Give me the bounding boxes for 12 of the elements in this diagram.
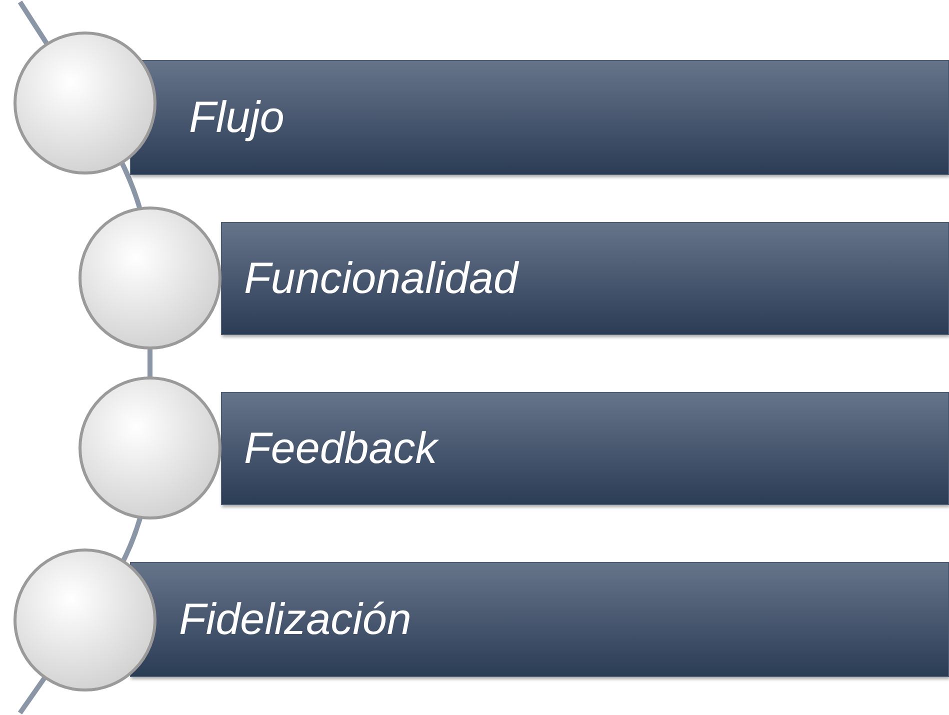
circle-marker: [14, 548, 156, 692]
item-label: Feedback: [244, 424, 438, 474]
item-label: Funcionalidad: [244, 254, 518, 304]
list-bar: [130, 562, 949, 677]
circle-marker: [14, 32, 156, 174]
list-bar: [130, 60, 949, 175]
item-label: Fidelización: [179, 594, 412, 644]
list-bar: [221, 392, 949, 505]
item-label: Flujo: [189, 92, 284, 142]
circle-marker: [78, 206, 222, 350]
list-bar: [221, 222, 949, 335]
circle-marker: [78, 376, 222, 520]
